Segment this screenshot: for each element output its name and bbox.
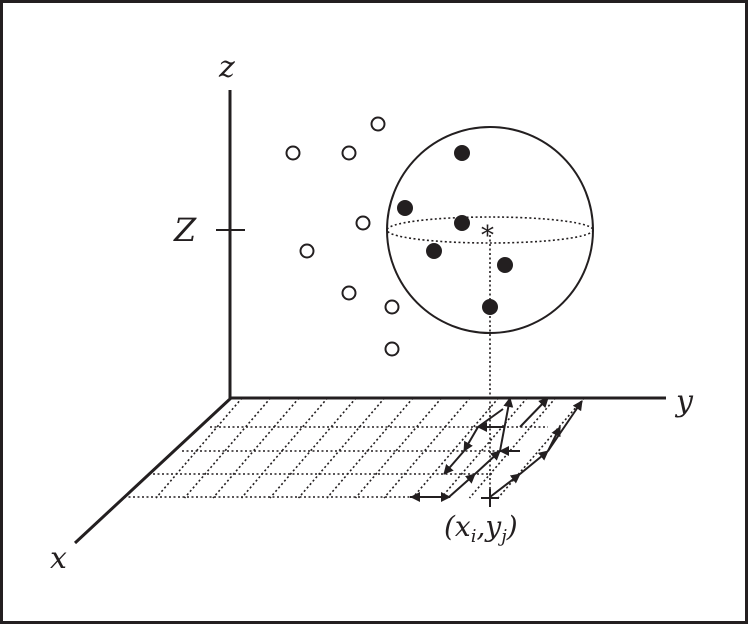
inside-point <box>426 243 442 259</box>
y-axis-label: y <box>674 384 694 419</box>
grid-oblique-line <box>440 397 528 499</box>
outside-point <box>384 341 400 357</box>
grid-oblique-line <box>240 397 329 499</box>
z-axis-label: z <box>218 50 235 85</box>
inside-point <box>454 145 470 161</box>
grid-oblique-line <box>383 397 471 499</box>
grid-oblique-line <box>497 397 585 499</box>
outside-point <box>370 116 386 132</box>
grid-oblique-lines <box>155 397 585 499</box>
grid-oblique-line <box>411 397 500 499</box>
grid-oblique-line <box>354 397 443 499</box>
grid-oblique-line <box>155 397 243 499</box>
grid-point-label: (xi,yj) <box>444 510 518 547</box>
z-tick-label: Z <box>173 211 197 249</box>
inside-point <box>497 257 513 273</box>
search-path-arrows <box>410 397 583 502</box>
grid-oblique-line <box>297 397 386 499</box>
sphere-equator <box>386 216 594 244</box>
inside-point <box>397 200 413 216</box>
inside-point <box>482 299 498 315</box>
outside-point <box>285 145 301 161</box>
grid-oblique-line <box>212 397 300 499</box>
outside-point <box>384 299 400 315</box>
x-axis-line <box>73 396 233 545</box>
grid-horizontal-lines <box>124 426 548 498</box>
inside-point <box>454 215 470 231</box>
outside-point <box>341 145 357 161</box>
outside-point <box>355 215 371 231</box>
grid-oblique-line <box>326 397 414 499</box>
outside-points <box>285 116 400 357</box>
outside-point <box>341 285 357 301</box>
inside-points <box>397 145 513 315</box>
outside-point <box>299 243 315 259</box>
grid-oblique-line <box>468 397 557 499</box>
center-marker: * <box>481 221 494 251</box>
x-axis-label: x <box>50 541 67 576</box>
grid-oblique-line <box>269 397 357 499</box>
grid-oblique-line <box>183 397 272 499</box>
